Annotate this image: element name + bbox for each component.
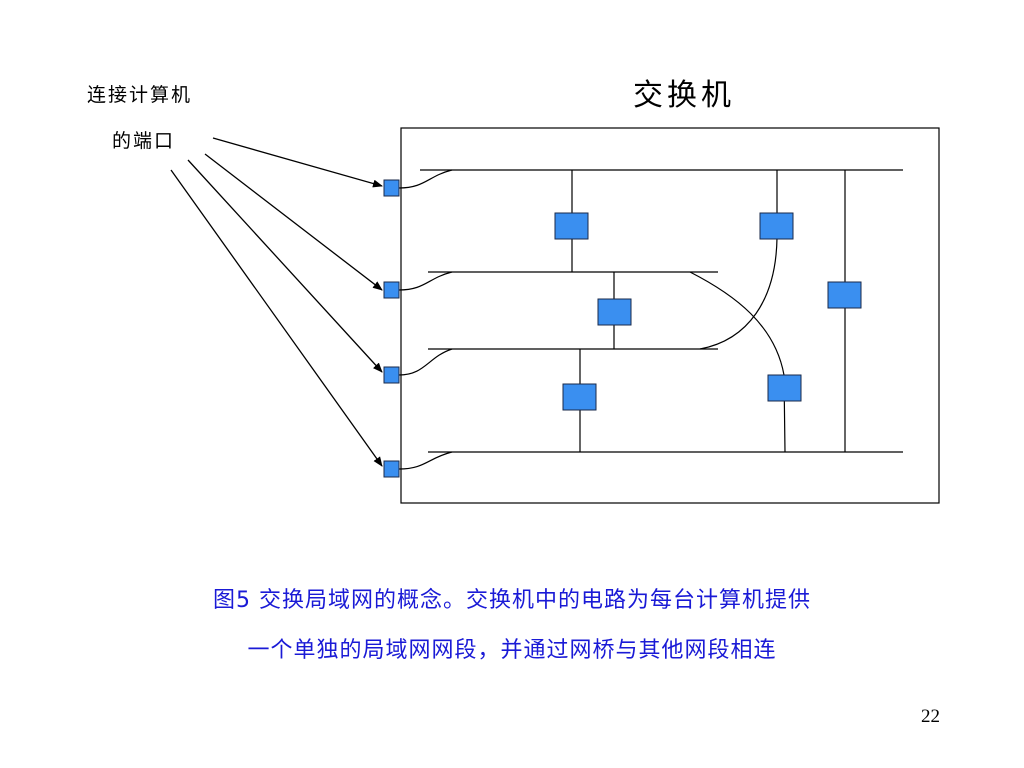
bridge-box	[554, 212, 589, 240]
ports-label-line2: 的端口	[112, 130, 176, 152]
bridge-link-curve	[689, 271, 786, 453]
label-arrow	[212, 137, 383, 188]
bridge-box	[827, 281, 862, 309]
computer-port	[383, 460, 400, 478]
figure-caption-line1: 图5 交换局域网的概念。交换机中的电路为每台计算机提供	[213, 588, 811, 613]
port-link	[398, 451, 453, 470]
port-link	[398, 169, 453, 189]
switch-title: 交换机	[633, 78, 735, 113]
computer-port	[383, 179, 400, 197]
bridge-box	[562, 383, 597, 411]
label-arrow	[187, 159, 383, 373]
label-arrow	[204, 153, 383, 291]
figure-caption-line2: 一个单独的局域网网段，并通过网桥与其他网段相连	[247, 638, 777, 663]
port-link	[398, 348, 453, 376]
computer-port	[383, 281, 400, 299]
computer-port	[383, 366, 400, 384]
label-arrow	[170, 169, 383, 467]
bridge-box	[597, 298, 632, 326]
port-link	[398, 271, 453, 291]
page-number: 22	[921, 706, 940, 727]
bridge-link-curve	[699, 170, 778, 350]
switch-box	[400, 127, 940, 504]
bridge-box	[759, 212, 794, 240]
ports-label-line1: 连接计算机	[87, 84, 193, 106]
bridge-box	[767, 374, 802, 402]
